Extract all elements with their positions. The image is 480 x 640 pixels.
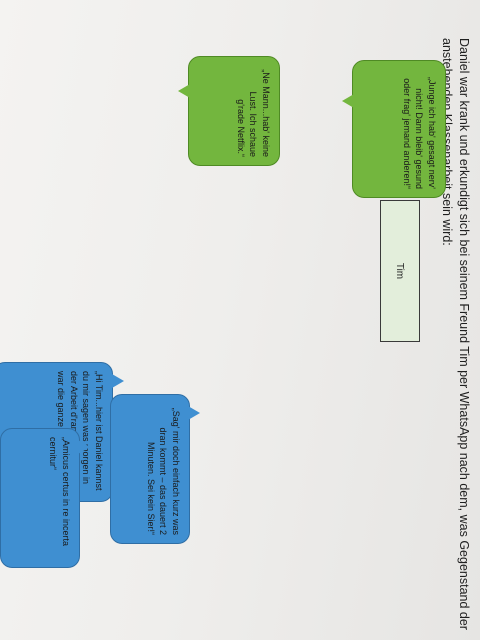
bubble-tail xyxy=(342,94,354,108)
message-text: „Sag' mir doch einfach kurz was dran kom… xyxy=(146,407,181,535)
bubble-tail xyxy=(78,440,90,454)
name-box: Tim xyxy=(380,200,420,342)
chat-bubble-tim-1: „Ne Mann...hab' keine Lust. Ich schaue g… xyxy=(188,56,280,166)
message-text: „Ne Mann...hab' keine Lust. Ich schaue g… xyxy=(236,69,271,157)
message-text: „Amicus certus in re incerta cernitur“ xyxy=(48,437,72,547)
chat-bubble-daniel-3: „Amicus certus in re incerta cernitur“ xyxy=(0,428,80,568)
chat-bubble-daniel-2: „Sag' mir doch einfach kurz was dran kom… xyxy=(110,394,190,544)
name-label: Tim xyxy=(394,262,406,280)
chat-bubble-tim-2: „Junge ich hab' gesagt nerv' nicht! Dann… xyxy=(352,60,446,198)
bubble-tail xyxy=(188,406,200,420)
message-text: „Junge ich hab' gesagt nerv' nicht! Dann… xyxy=(402,76,437,189)
bubble-tail xyxy=(178,84,190,98)
bubble-tail xyxy=(112,374,124,388)
